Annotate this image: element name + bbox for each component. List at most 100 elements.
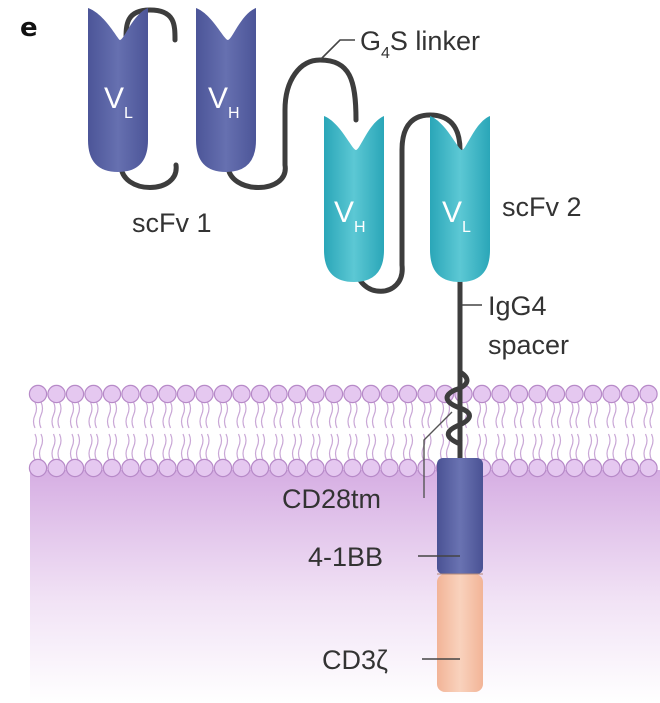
lipid-tail [464,433,469,461]
lipid-head [528,384,547,404]
lipid-tail [180,433,186,461]
lipid-head [398,458,418,478]
scfv2-label: scFv 2 [502,192,582,222]
lipid-head [546,458,566,478]
lipid-tail [501,433,506,461]
scfv1-vh-label: VH [208,82,240,122]
lipid-tail [38,433,44,461]
lipid-head [176,458,196,478]
lipid-tail [291,433,297,461]
lipid-tail [408,401,414,429]
lipid-tail [587,401,593,429]
lipid-tail [223,401,229,429]
lipid-tail [575,401,580,429]
lipid-tail [143,401,149,429]
lipid-head [583,458,603,478]
scfv1-vh-domain [196,8,256,172]
lipid-tail [273,401,278,429]
lipid-tail [439,433,445,461]
cytoplasm-region [30,470,660,703]
lipid-tail [649,401,654,429]
scfv2-vl-domain [430,116,490,282]
lipid-tail [88,401,93,429]
lipid-tail [630,401,636,429]
lipid-head [269,384,288,404]
lipid-head [306,384,325,404]
lipid-head [324,458,344,478]
lipid-tail [223,433,229,461]
cd28tm-label-leader [423,411,453,498]
lipid-head [361,458,381,478]
lipid-tail [365,401,371,429]
lipid-tail [297,433,303,461]
lipid-tail [242,401,247,429]
lipid-tail [421,401,426,429]
lipid-tail [297,401,303,429]
lipid-head [472,384,492,404]
lipid-head [232,384,251,404]
lipid-head [546,384,566,404]
lipid-head [195,458,214,478]
lipid-tail [365,433,371,461]
lipid-head [213,458,233,478]
4-1bb-domain [437,458,483,574]
lipid-tail [328,401,334,429]
lipid-head [361,384,381,404]
lipid-tail [279,401,284,429]
lipid-head [491,384,510,404]
lipid-tail [310,401,315,429]
lipid-tail [624,433,630,461]
lipid-head [398,384,418,404]
lipid-head [380,458,399,478]
lipid-head [213,384,233,404]
lipid-tail [75,433,81,461]
lipid-head [509,384,529,404]
lipid-head [176,384,196,404]
lipid-tail [186,401,192,429]
lipid-head [139,384,159,404]
lipid-tail [143,433,149,461]
lipid-head [287,384,307,404]
linker-label-leader [319,39,355,61]
lipid-tail [612,401,617,429]
scfv1-vl-domain [88,8,148,172]
lipid-head [84,458,103,478]
lipid-tail [260,433,266,461]
scfv2-vl-label: VL [442,196,471,236]
lipid-tail [94,401,99,429]
lipid-tail [149,401,155,429]
lipid-tail [205,401,210,429]
lipid-tail [519,401,525,429]
lipid-tail [439,401,445,429]
spacer-label-line2: spacer [488,330,569,360]
lipid-head [306,458,325,478]
lipid-tail [260,401,266,429]
lipid-tail [402,433,408,461]
lipid-tail [112,401,118,429]
lipid-head [509,458,529,478]
lipid-head [102,384,122,404]
lipid-tail [538,401,543,429]
lipid-head [28,458,48,478]
lipid-head [287,458,307,478]
lipid-tail [513,401,519,429]
lipid-tail [310,433,315,461]
lipid-tail [532,433,537,461]
lipid-head [583,384,603,404]
lipid-tail [328,433,334,461]
scfv2-vh-label: VH [334,196,366,236]
lipid-head [65,458,85,478]
lipid-tail [112,433,118,461]
cd28tm-label: CD28tm [282,484,381,514]
lipid-tail [353,401,358,429]
lipid-tail [316,433,321,461]
lipid-head [47,458,66,478]
lipid-head [639,458,658,478]
lipid-tail [482,433,488,461]
lipid-tail [476,401,482,429]
lipid-tail [587,433,593,461]
lipid-tail [273,433,278,461]
panel-letter: e [20,13,38,43]
lipid-tail [88,433,93,461]
